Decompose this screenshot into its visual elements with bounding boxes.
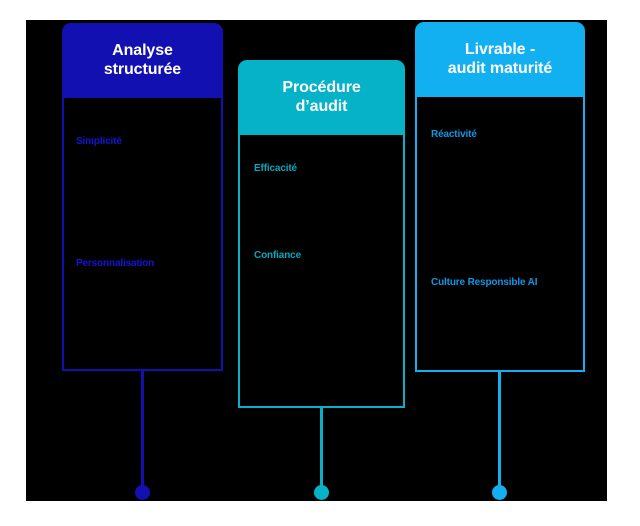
connector-stem-livrable — [498, 371, 501, 492]
connector-dot-procedure — [314, 485, 329, 500]
card-title-line-1: Livrable - — [464, 40, 536, 58]
card-title-livrable-audit-maturite: Livrable - audit maturité — [448, 41, 552, 79]
card-body-procedure-daudit: Efficacité Confiance — [238, 135, 405, 408]
card-item-personnalisation: Personnalisation — [76, 258, 155, 269]
card-item-confiance: Confiance — [254, 250, 301, 261]
connector-stem-procedure — [320, 406, 323, 492]
card-title-line-1: Procédure — [282, 78, 361, 96]
card-item-reactivite: Réactivité — [431, 129, 477, 140]
card-body-analyse-structuree: Simplicité Personnalisation — [62, 98, 223, 371]
card-title-line-2: structurée — [103, 60, 182, 78]
card-title-procedure-daudit: Procédure d’audit — [282, 79, 360, 117]
card-header-procedure-daudit: Procédure d’audit — [238, 60, 405, 135]
connector-dot-livrable — [492, 485, 507, 500]
card-title-line-1: Analyse — [112, 41, 173, 59]
card-item-culture-responsible-ai: Culture Responsible AI — [431, 277, 538, 288]
connector-stem-analyse — [141, 370, 144, 492]
card-item-simplicite: Simplicité — [76, 136, 122, 147]
card-title-line-2: d’audit — [295, 97, 348, 115]
card-header-livrable-audit-maturite: Livrable - audit maturité — [415, 22, 585, 97]
card-procedure-daudit[interactable]: Procédure d’audit Efficacité Confiance — [238, 60, 405, 408]
card-header-analyse-structuree: Analyse structurée — [62, 23, 223, 98]
card-body-livrable-audit-maturite: Réactivité Culture Responsible AI — [415, 97, 585, 372]
card-title-analyse-structuree: Analyse structurée — [104, 42, 181, 80]
card-livrable-audit-maturite[interactable]: Livrable - audit maturité Réactivité Cul… — [415, 22, 585, 372]
card-analyse-structuree[interactable]: Analyse structurée Simplicité Personnali… — [62, 23, 223, 371]
card-title-line-2: audit maturité — [447, 59, 553, 77]
card-item-efficacite: Efficacité — [254, 163, 297, 174]
connector-dot-analyse — [135, 485, 150, 500]
